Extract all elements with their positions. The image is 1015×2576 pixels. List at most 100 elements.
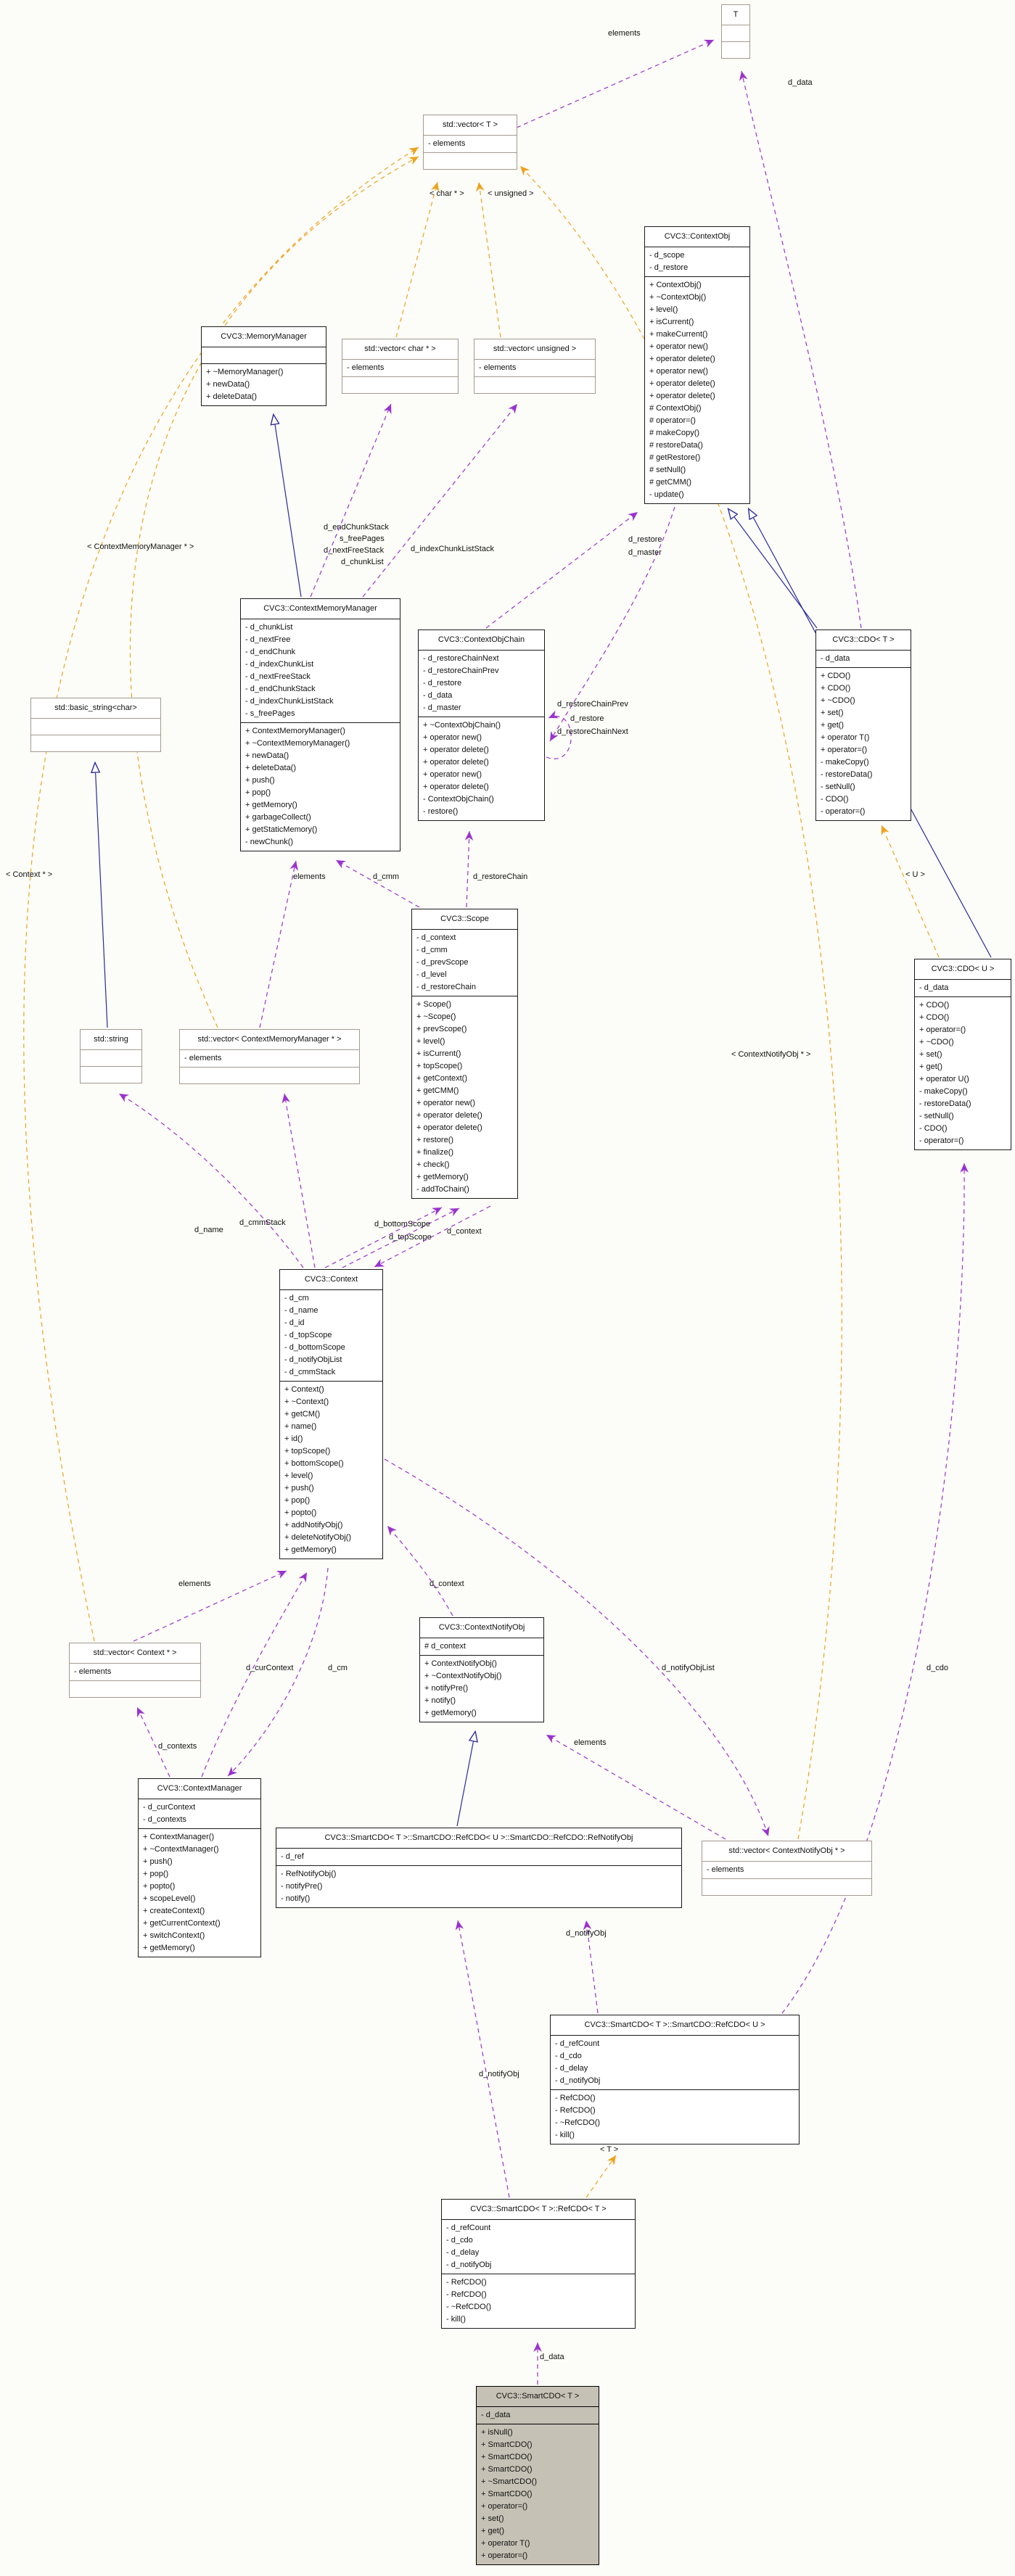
class-method: + ContextMemoryManager() xyxy=(245,727,345,735)
class-attrs-compartment: - elements xyxy=(474,359,595,376)
class-box-scope[interactable]: CVC3::Scope- d_context- d_cmm- d_prevSco… xyxy=(411,909,518,1199)
class-attrs-compartment: - d_data xyxy=(816,650,911,667)
edge-o6 xyxy=(881,825,940,958)
class-attribute: - elements xyxy=(74,1667,112,1676)
class-method: + bottomScope() xyxy=(284,1459,344,1468)
class-method: + level() xyxy=(284,1471,313,1480)
class-method: + isCurrent() xyxy=(649,318,694,326)
class-box-vector_unsigned[interactable]: std::vector< unsigned >- elements xyxy=(474,339,596,394)
class-method: - ~RefCDO() xyxy=(555,2118,601,2127)
class-method: + operator new() xyxy=(423,770,482,779)
class-box-context[interactable]: CVC3::Context- d_cm- d_name- d_id- d_top… xyxy=(279,1269,383,1559)
class-method: + SmartCDO() xyxy=(481,2465,533,2474)
edge-u7 xyxy=(546,710,572,759)
class-method: + deleteData() xyxy=(206,392,258,401)
class-method: + check() xyxy=(416,1160,450,1169)
edge-label-u15: d_context xyxy=(430,1580,464,1588)
class-box-stdstring[interactable]: std::string xyxy=(80,1029,142,1083)
class-method: + ContextNotifyObj() xyxy=(424,1659,497,1668)
class-box-vector_contextp[interactable]: std::vector< Context * >- elements xyxy=(69,1643,201,1698)
class-methods-compartment xyxy=(722,41,749,58)
class-box-memorymanager[interactable]: CVC3::MemoryManager+ ~MemoryManager()+ n… xyxy=(201,326,326,406)
class-methods-compartment: + CDO()+ CDO()+ ~CDO()+ set()+ get()+ op… xyxy=(816,667,911,820)
class-method: + push() xyxy=(143,1857,173,1866)
class-method: + set() xyxy=(481,2514,504,2523)
edge-label-u6: d_restore xyxy=(570,714,604,723)
class-title: CVC3::SmartCDO< T >::RefCDO< T > xyxy=(470,2205,607,2213)
class-method: + getMemory() xyxy=(143,1944,195,1952)
class-attrs-compartment xyxy=(202,347,326,363)
class-box-refnotifyobj[interactable]: CVC3::SmartCDO< T >::SmartCDO::RefCDO< U… xyxy=(276,1828,682,1908)
class-title: std::vector< ContextMemoryManager * > xyxy=(197,1035,342,1044)
class-attrs-compartment: - elements xyxy=(342,359,458,376)
class-box-vector_cnop[interactable]: std::vector< ContextNotifyObj * >- eleme… xyxy=(702,1841,872,1896)
class-method: + operator new() xyxy=(649,367,709,376)
class-box-cno[interactable]: CVC3::ContextNotifyObj# d_context+ Conte… xyxy=(419,1617,544,1722)
class-method: + createContext() xyxy=(143,1907,205,1915)
class-method: + set() xyxy=(821,709,844,717)
class-box-cdo_t[interactable]: CVC3::CDO< T >- d_data+ CDO()+ CDO()+ ~C… xyxy=(815,629,911,821)
class-method: # restoreData() xyxy=(649,441,703,450)
class-method: + operator T() xyxy=(821,733,870,742)
class-method: + SmartCDO() xyxy=(481,2490,533,2498)
class-method: - CDO() xyxy=(919,1124,948,1133)
edge-o2 xyxy=(476,181,501,338)
class-method: + notify() xyxy=(424,1696,456,1705)
class-method: + CDO() xyxy=(919,1013,950,1022)
class-method: - setNull() xyxy=(919,1112,954,1120)
edge-label-u2: d_data xyxy=(788,78,813,87)
class-method: + getCurrentContext() xyxy=(143,1919,221,1928)
class-box-contextobj[interactable]: CVC3::ContextObj- d_scope- d_restore+ Co… xyxy=(644,226,750,504)
class-method: - kill() xyxy=(555,2131,575,2139)
class-method: + operator delete() xyxy=(649,355,715,363)
class-title: CVC3::ContextManager xyxy=(157,1784,242,1793)
class-method: + operator delete() xyxy=(416,1111,482,1120)
class-method: + getCMM() xyxy=(416,1086,459,1095)
class-box-t[interactable]: T xyxy=(721,4,750,59)
edge-u16 xyxy=(133,1570,287,1642)
edge-u3 xyxy=(310,403,392,598)
class-attrs-compartment: - d_data xyxy=(915,979,1011,996)
class-box-cdo_u[interactable]: CVC3::CDO< U >- d_data+ CDO()+ CDO()+ op… xyxy=(914,959,1011,1150)
edge-i5 xyxy=(456,1732,475,1827)
class-box-vector_t[interactable]: std::vector< T >- elements xyxy=(423,115,517,170)
class-attribute: - d_endChunk xyxy=(245,648,296,656)
edge-label-u13b: d_topScope xyxy=(389,1233,432,1242)
class-method: # ContextObj() xyxy=(649,404,702,413)
class-attribute: - d_indexChunkList xyxy=(245,660,314,669)
class-method: + level() xyxy=(649,305,678,314)
class-attrs-compartment: - d_refCount- d_cdo- d_delay- d_notifyOb… xyxy=(442,2219,635,2274)
class-method: + id() xyxy=(284,1434,303,1443)
class-method: + push() xyxy=(245,776,275,785)
class-box-smartcdo[interactable]: CVC3::SmartCDO< T >- d_data+ isNull()+ S… xyxy=(476,2386,599,2565)
class-box-objchain[interactable]: CVC3::ContextObjChain- d_restoreChainNex… xyxy=(418,629,545,821)
edge-label-u14: d_context xyxy=(447,1227,482,1236)
class-box-basic_string[interactable]: std::basic_string<char> xyxy=(30,698,161,752)
edge-o3 xyxy=(129,156,419,1028)
edge-u23 xyxy=(455,1920,510,2198)
class-box-cm[interactable]: CVC3::ContextManager- d_curContext- d_co… xyxy=(138,1778,261,1957)
class-method: + SmartCDO() xyxy=(481,2440,533,2449)
class-box-cmm[interactable]: CVC3::ContextMemoryManager- d_chunkList-… xyxy=(240,598,400,851)
class-box-vector_charp[interactable]: std::vector< char * >- elements xyxy=(342,339,459,394)
class-attribute: - elements xyxy=(347,363,385,372)
class-attribute: - d_delay xyxy=(555,2064,588,2073)
class-method: - restore() xyxy=(423,807,459,816)
class-method: + operator new() xyxy=(649,342,709,351)
edge-u5 xyxy=(485,511,638,629)
class-attribute: - d_notifyObj xyxy=(555,2076,601,2085)
class-attribute: - d_delay xyxy=(446,2248,480,2257)
class-attribute: - d_bottomScope xyxy=(284,1343,345,1352)
class-box-refcdo_u[interactable]: CVC3::SmartCDO< T >::SmartCDO::RefCDO< U… xyxy=(550,2015,800,2144)
class-box-refcdo_t[interactable]: CVC3::SmartCDO< T >::RefCDO< T >- d_refC… xyxy=(441,2199,636,2329)
class-attribute: - d_name xyxy=(284,1306,319,1315)
class-method: + operator U() xyxy=(919,1075,969,1083)
edge-label-o5: < ContextNotifyObj * > xyxy=(731,1050,811,1059)
class-box-vector_cmmp[interactable]: std::vector< ContextMemoryManager * >- e… xyxy=(179,1029,360,1084)
class-attribute: - d_nextFree xyxy=(245,635,291,644)
class-method: + operator=() xyxy=(481,2551,528,2560)
class-attribute: - d_notifyObjList xyxy=(284,1355,342,1364)
class-method: + popto() xyxy=(143,1882,176,1891)
class-methods-compartment xyxy=(424,152,517,169)
